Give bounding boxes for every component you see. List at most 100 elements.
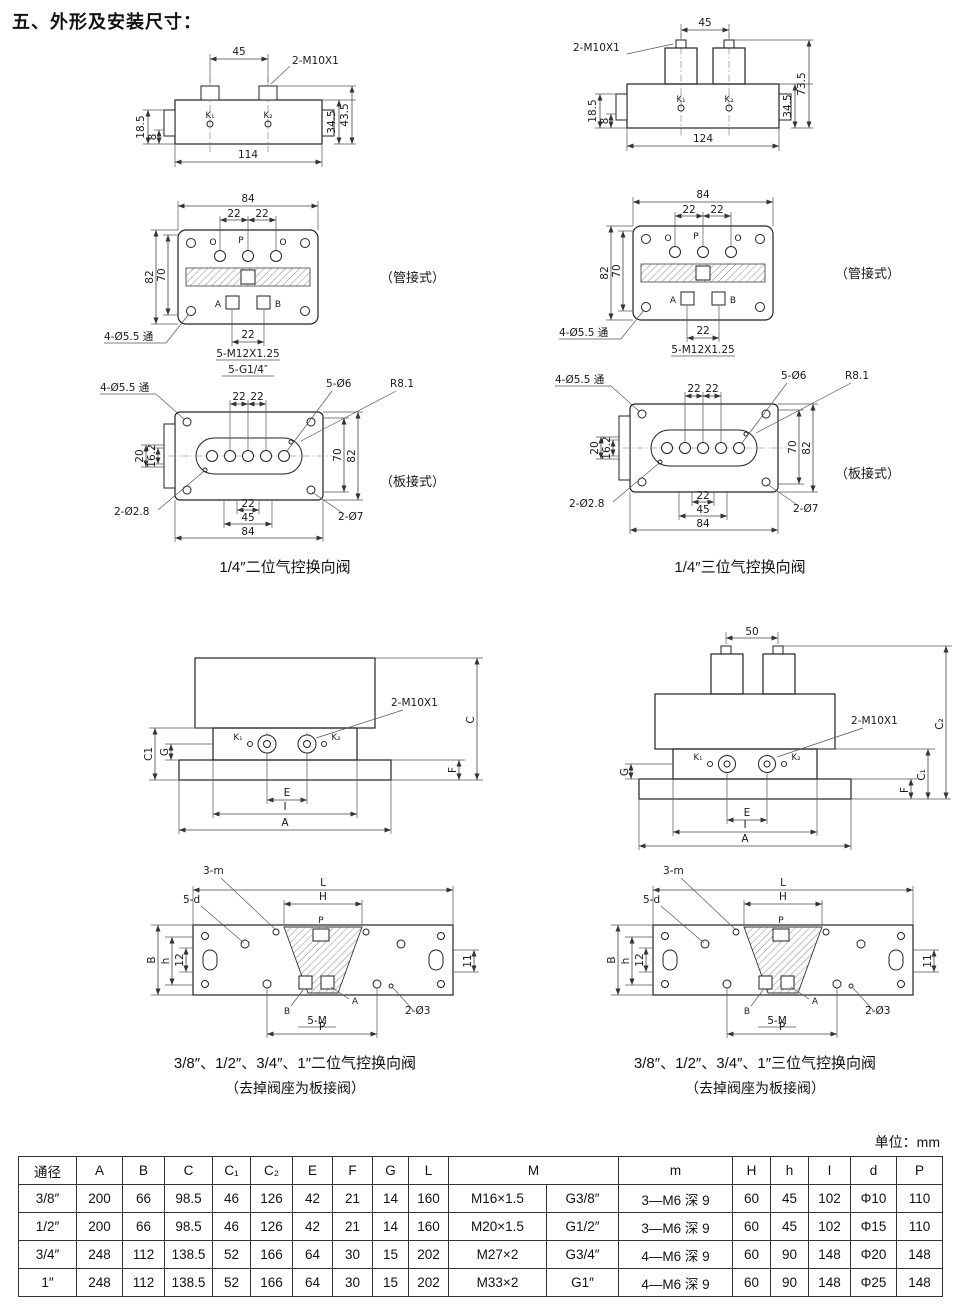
cell: 1/2″ [18, 1212, 77, 1241]
dim-82: 82 [144, 270, 156, 283]
mount-holes-label: 4-Ø5.5 通 [100, 382, 150, 394]
plate-view-dimension-lines [555, 382, 852, 534]
side-view-outline [163, 78, 335, 152]
seat-view-outline [192, 924, 454, 996]
cell: 30 [332, 1240, 373, 1269]
side-view-dimension-lines [595, 24, 813, 151]
pipe-view-dimension-lines [104, 201, 319, 377]
port-b-label: B [730, 296, 736, 306]
cell: 112 [122, 1268, 165, 1297]
port-b-label: B [744, 1007, 750, 1017]
thread-size-label: 5-M [307, 1015, 327, 1027]
dim-82: 82 [801, 441, 813, 454]
col-header: 通径 [18, 1156, 77, 1185]
dim-84: 84 [696, 518, 710, 530]
cell: 126 [250, 1184, 293, 1213]
side-view-dimension-lines [143, 54, 356, 167]
dim-i: I [283, 801, 286, 813]
thread-label: 2-M10X1 [391, 697, 438, 709]
cell: 102 [808, 1212, 851, 1241]
cell: G3/4″ [546, 1240, 619, 1269]
dim-22: 22 [227, 208, 240, 220]
dim-22: 22 [250, 391, 263, 403]
cell: 30 [332, 1268, 373, 1297]
dim-84: 84 [696, 189, 710, 201]
dim-70: 70 [611, 264, 623, 277]
cell: 46 [212, 1212, 251, 1241]
dim-a: A [281, 817, 289, 829]
dim-f: F [899, 787, 911, 793]
dim-16-2: 16.2 [146, 444, 158, 467]
cell: 66 [122, 1184, 165, 1213]
drawing-quarter-three-position: 45 2-M10X1 K₁ K₂ 124 18.5 8 34.5 73.5 84… [555, 17, 900, 534]
cell: 200 [76, 1184, 123, 1213]
dim-22: 22 [255, 208, 268, 220]
dim-p: P [779, 1021, 785, 1033]
dim-70: 70 [787, 440, 799, 453]
dim-l: L [780, 877, 786, 889]
caption-large-two-position-note: （去掉阀座为板接阀） [225, 1080, 365, 1096]
seat-view-dimension-lines [151, 877, 479, 1038]
cell: 42 [292, 1184, 333, 1213]
thread-size-label: 5-M [767, 1015, 787, 1027]
mount-holes-label: 4-Ø5.5 通 [555, 374, 605, 386]
dim-e: E [284, 787, 291, 799]
corner-holes-label: 2-Ø7 [338, 511, 363, 523]
port-o-label: O [279, 238, 286, 248]
port-a-label: A [215, 300, 222, 310]
col-header: C [164, 1156, 213, 1185]
pipe-thread-label: 5-G1/4″ [228, 364, 268, 376]
caption-large-two-position: 3/8″、1/2″、3/4″、1″二位气控换向阀 [173, 1055, 417, 1072]
dim-22: 22 [705, 383, 718, 395]
dim-g: G [159, 748, 171, 756]
caption-large-three-position-note: （去掉阀座为板接阀） [685, 1080, 825, 1096]
port-holes-label: 5-Ø6 [781, 370, 807, 382]
dim-b: B [606, 956, 618, 963]
cell: 112 [122, 1240, 165, 1269]
port-a-label: A [812, 997, 819, 1007]
cell: 166 [250, 1268, 293, 1297]
side-view-outline [615, 34, 792, 136]
plate-view-outline [163, 411, 332, 501]
drawing-large-two-position: 2-M10X1 K₁ K₂ C1 G F C E I A 3-m 5-d L H… [143, 657, 483, 1038]
cell: 66 [122, 1212, 165, 1241]
pipe-view-dimension-lines [559, 197, 774, 357]
cell: 1″ [18, 1268, 77, 1297]
dim-c1: C₁ [916, 769, 928, 781]
cell: 138.5 [164, 1268, 213, 1297]
cell: M27×2 [448, 1240, 547, 1269]
holes-label: 5-d [183, 894, 200, 906]
dim-c2: C₂ [934, 718, 946, 730]
port-p-label: P [238, 236, 244, 246]
thread-ports-label: 5-M12X1.25 [671, 344, 734, 356]
dimension-table: 通径 A B C C₁ C₂ E F G L M m H h I d P 3/8… [18, 1156, 943, 1297]
pipe-type-tag: （管接式） [835, 266, 900, 282]
port-k1-label: K₁ [677, 95, 686, 105]
port-p-label: P [318, 916, 324, 926]
port-p-label: P [778, 916, 784, 926]
cell: 14 [372, 1184, 409, 1213]
seat-view-outline [652, 924, 914, 996]
cell: 3—M6 深 9 [618, 1184, 733, 1213]
cell: 64 [292, 1240, 333, 1269]
small-holes-label: 2-Ø3 [405, 1005, 430, 1017]
radius-label: R8.1 [845, 370, 869, 382]
cell: 21 [332, 1212, 373, 1241]
col-header: m [618, 1156, 733, 1185]
dim-g: G [619, 768, 631, 776]
dim-22: 22 [687, 383, 700, 395]
cell: 64 [292, 1268, 333, 1297]
port-o-label: O [734, 234, 741, 244]
cell: 102 [808, 1184, 851, 1213]
dim-18-5: 18.5 [587, 99, 599, 122]
port-o-label: O [664, 234, 671, 244]
cell: Φ15 [850, 1212, 897, 1241]
port-k1-label: K₁ [234, 733, 243, 743]
thread-label: 2-M10X1 [573, 42, 620, 54]
pipe-type-tag: （管接式） [380, 270, 445, 286]
col-header: L [408, 1156, 449, 1185]
thread-ports-label: 5-M12X1.25 [216, 348, 279, 360]
dim-22: 22 [696, 325, 709, 337]
